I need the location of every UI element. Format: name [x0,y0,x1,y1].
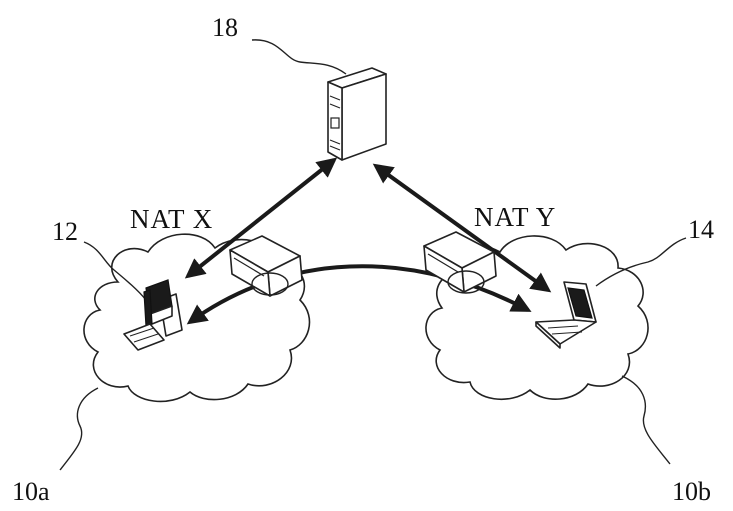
leader-line-14 [595,237,687,287]
label-server-18: 18 [212,13,238,42]
desktop-computer-icon [123,279,183,351]
label-client-14: 14 [688,215,714,244]
leader-line-12 [83,241,147,301]
laptop-icon [535,281,597,349]
label-nat-y: NAT Y [474,202,556,232]
label-nat-x: NAT X [130,204,213,234]
leader-line-18 [251,39,347,75]
nat-x-router-icon [229,235,303,297]
leader-line-10b [621,375,671,465]
leader-line-10a [59,387,99,471]
nat-y-router-icon [423,231,497,294]
label-client-12: 12 [52,217,78,246]
connection-arrow-b-server [372,163,552,293]
connection-arrow-a-server [184,157,338,279]
server-icon [327,67,387,161]
label-network-10a: 10a [12,477,50,506]
label-network-10b: 10b [672,477,711,506]
